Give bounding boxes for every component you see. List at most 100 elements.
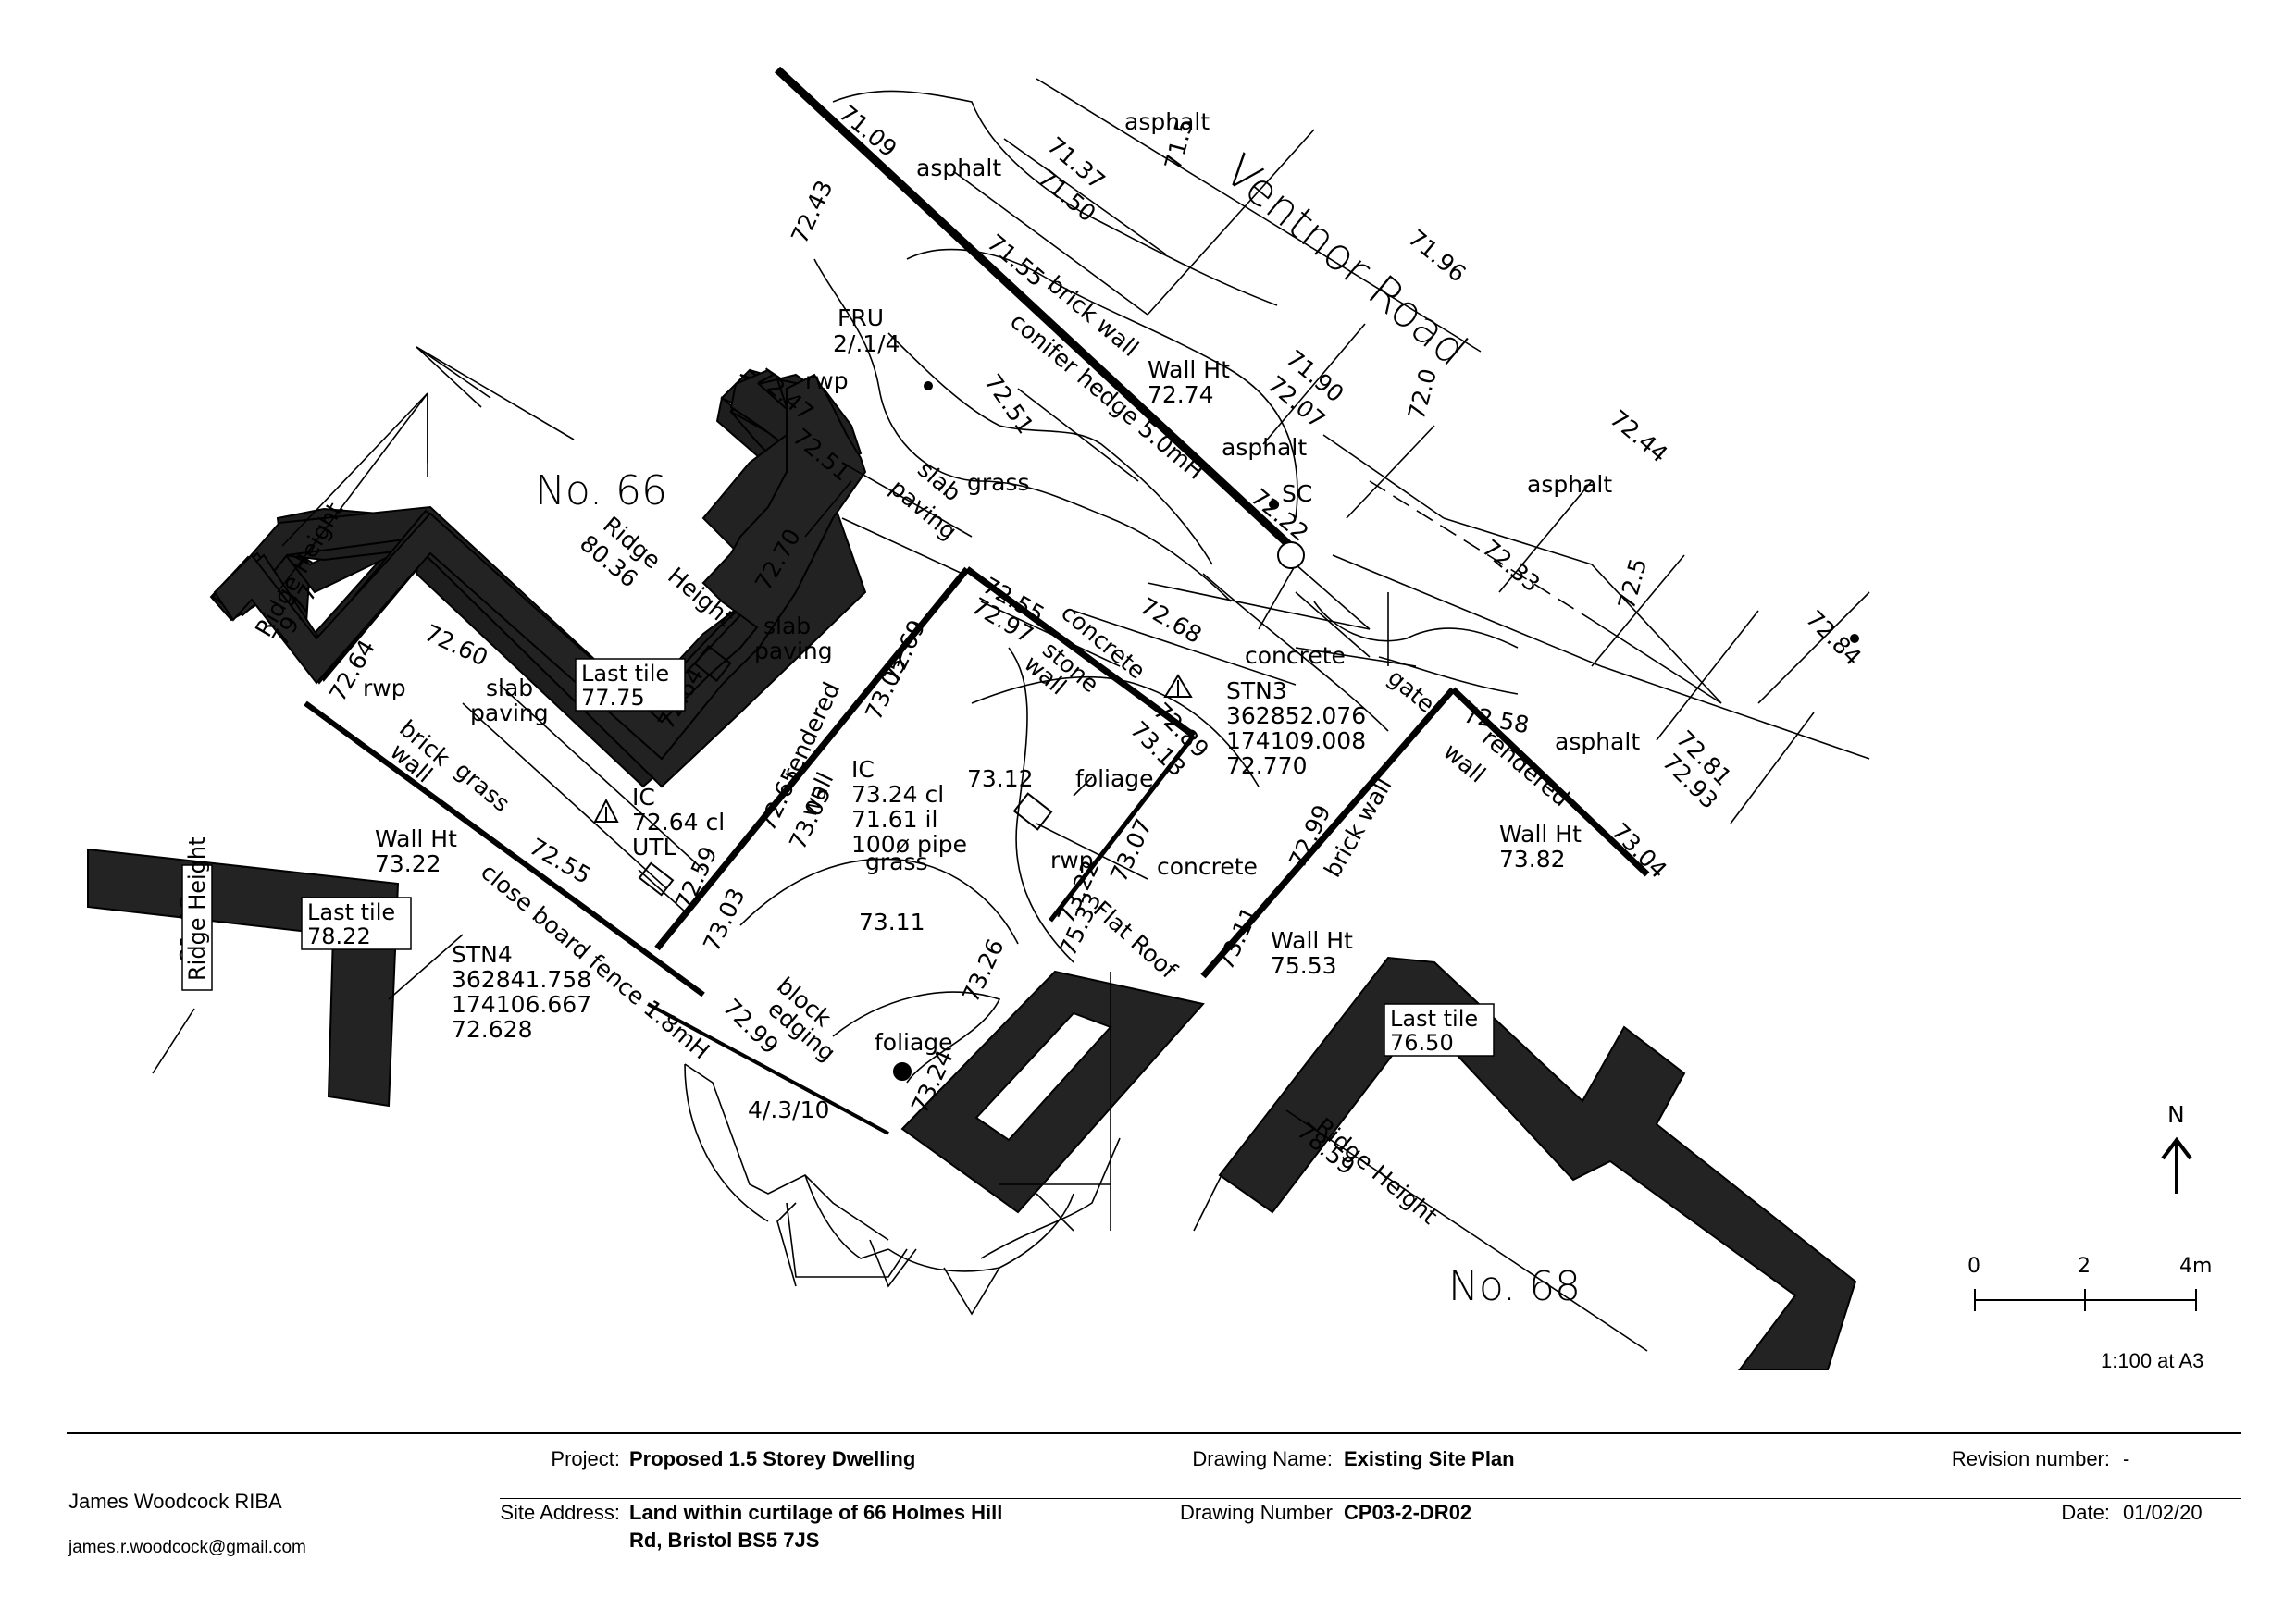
outbuilding-flat-roof: [900, 970, 1205, 1214]
property-label-no68: No. 68: [1448, 1263, 1581, 1310]
label-grass: grass: [967, 469, 1030, 496]
label-wall-height: 73.22: [375, 850, 441, 877]
drawing-name-label: Drawing Name:: [1192, 1447, 1333, 1470]
date-value: 01/02/20: [2123, 1501, 2203, 1524]
level: 72.0: [1403, 365, 1442, 422]
revision-label: Revision number:: [1951, 1447, 2110, 1470]
label-wall-height: Wall Ht: [1148, 356, 1230, 383]
slab-box: [693, 644, 732, 683]
ic-cover: [638, 861, 675, 897]
scale-tick-0: 0: [1967, 1255, 1980, 1278]
label-slab-paving: paving: [470, 700, 549, 726]
scale-tick-2: 2: [2078, 1255, 2091, 1278]
scale-bar: 0 2 4m 1:100 at A3: [1967, 1255, 2212, 1372]
label-ic: IC: [851, 756, 875, 783]
label-asphalt: asphalt: [1222, 434, 1307, 461]
label-sc: SC: [1282, 480, 1312, 507]
property-label-no66: No. 66: [535, 467, 667, 514]
drawing-number-value: CP03-2-DR02: [1344, 1501, 1472, 1524]
level: 73.04: [1607, 818, 1672, 884]
label-asphalt: asphalt: [916, 155, 1001, 181]
label-concrete: concrete: [1245, 642, 1346, 669]
site-address-label: Site Address:: [500, 1501, 620, 1524]
date-label: Date:: [2061, 1501, 2110, 1524]
label-asphalt: asphalt: [1555, 728, 1640, 755]
label-station: STN3: [1226, 677, 1287, 704]
level: 72.43: [786, 176, 838, 247]
label-station: 362841.758: [452, 966, 591, 993]
title-block-top-rule: [67, 1432, 2241, 1434]
label-wall-height: Wall Ht: [1499, 821, 1582, 848]
label-asphalt: asphalt: [1527, 471, 1612, 498]
label-fru: 2/.1/4: [833, 330, 900, 357]
label-ic: 72.64 cl: [632, 809, 725, 836]
label-wall-height: 72.74: [1148, 381, 1214, 408]
north-arrow: N: [2161, 1101, 2192, 1194]
revision-value: -: [2123, 1447, 2130, 1470]
level: 73.26: [957, 935, 1010, 1006]
title-block-mid-rule: [500, 1498, 2241, 1499]
drawing-name-value: Existing Site Plan: [1344, 1447, 1515, 1470]
label-ic: 100ø pipe: [851, 831, 967, 858]
label-slab-paving: slab: [486, 675, 533, 701]
label-slab-paving: paving: [754, 638, 833, 664]
label-station: 174106.667: [452, 991, 591, 1018]
label-wall-height: Wall Ht: [375, 825, 457, 852]
label-grass: grass: [450, 756, 515, 817]
label-grass: grass: [865, 849, 928, 875]
site-plan-drawing: Ventnor Road No. 66 No. 68 71.09 71.37 7…: [87, 66, 2212, 1372]
label-last-tile: Last tile: [581, 661, 669, 687]
label-ic: 73.24 cl: [851, 781, 944, 808]
level: 72.55: [525, 833, 595, 889]
label-fru: FRU: [838, 304, 884, 331]
level: 73.07: [1105, 814, 1158, 886]
boundary-walls: [304, 66, 1650, 1135]
label-last-tile: Last tile: [1390, 1006, 1478, 1032]
label-asphalt: asphalt: [1124, 108, 1210, 135]
level: 73.03: [698, 884, 751, 955]
garden-curves: [684, 90, 1519, 1316]
scale-note: 1:100 at A3: [2101, 1349, 2203, 1372]
label-last-tile: 78.22: [307, 923, 371, 949]
label-last-tile: 76.50: [1390, 1030, 1454, 1056]
label-ic: UTL: [632, 834, 676, 861]
spot-levels: 71.09 71.37 71.50 71.5 71.96 71.55 72.43…: [324, 99, 1867, 1117]
ridge-height-no64: Ridge Height: [181, 836, 213, 991]
label-foliage: foliage: [875, 1029, 953, 1056]
drawing-number-label: Drawing Number: [1179, 1501, 1333, 1524]
level: 73.11: [1211, 902, 1264, 973]
label-flat-roof: Flat Roof: [1088, 896, 1183, 985]
level: 72.44: [1605, 404, 1672, 467]
level: 73.12: [967, 765, 1034, 792]
tree-marker: [893, 1062, 912, 1081]
label-last-tile: Last tile: [307, 899, 395, 925]
project-label: Project:: [551, 1447, 620, 1470]
label-ic: 71.61 il: [851, 806, 937, 833]
label-concrete: concrete: [1157, 853, 1258, 880]
label-station: STN4: [452, 941, 513, 968]
site-linework: [152, 78, 1870, 1352]
architect-name: James Woodcock RIBA: [68, 1490, 282, 1513]
label-rwp: rwp: [1050, 847, 1094, 873]
site-address-line2: Rd, Bristol BS5 7JS: [629, 1529, 820, 1552]
level: 71.96: [1403, 224, 1471, 287]
last-tile-boxes: Last tile 77.75 Last tile 78.22 Last til…: [301, 658, 1495, 1057]
label-rwp: rwp: [805, 367, 849, 394]
label-wall-height: 75.53: [1271, 952, 1337, 979]
label-wall-height: Wall Ht: [1271, 927, 1353, 954]
survey-markers: [593, 381, 1859, 1081]
label-foliage: foliage: [1075, 765, 1154, 792]
label-rwp: rwp: [363, 675, 406, 701]
leader-lines: [277, 346, 482, 593]
ic2-cover: [1012, 792, 1053, 831]
label-wall-height: 73.82: [1499, 846, 1566, 873]
label-station: 72.628: [452, 1016, 532, 1043]
label-last-tile: 77.75: [581, 685, 645, 711]
label-station: 362852.076: [1226, 702, 1366, 729]
north-label: N: [2167, 1101, 2185, 1128]
architect-email: james.r.woodcock@gmail.com: [68, 1538, 306, 1557]
level: 72.68: [1136, 592, 1206, 649]
label-station: 72.770: [1226, 752, 1307, 779]
label-ic: IC: [632, 784, 655, 811]
label-ridge-height: Ridge Height: [1310, 1112, 1443, 1229]
